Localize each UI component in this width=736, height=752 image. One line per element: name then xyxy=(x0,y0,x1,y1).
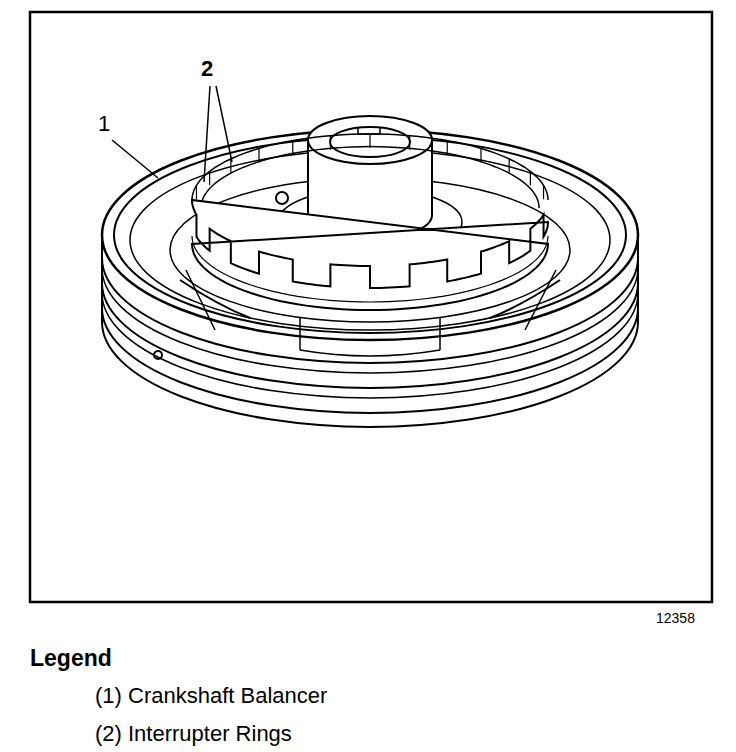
hub-bore xyxy=(330,127,410,157)
callout-number: 1 xyxy=(98,112,110,136)
figure-number: 12358 xyxy=(656,611,695,626)
ring-tooth xyxy=(196,185,197,199)
ring-front-band xyxy=(192,200,548,310)
crankshaft-balancer xyxy=(102,116,638,427)
hub-keyway xyxy=(358,128,380,134)
figure-frame xyxy=(30,12,712,602)
legend-entry: (1) Crankshaft Balancer xyxy=(95,684,327,708)
pulley-rim-inner xyxy=(114,137,626,333)
ring-inner-edge xyxy=(192,236,548,302)
ring-tooth xyxy=(530,171,531,185)
ring-tooth xyxy=(330,136,331,150)
ring-tooth xyxy=(369,134,370,148)
legend-entry: (2) Interrupter Rings xyxy=(95,722,292,746)
ring-tooth xyxy=(258,148,259,162)
balancer-hole xyxy=(154,351,162,359)
interrupter-rings xyxy=(192,134,548,310)
balancer-web xyxy=(300,318,440,356)
ring-tooth xyxy=(209,171,210,185)
ring-tooth xyxy=(480,148,481,162)
balancer-hole xyxy=(276,192,288,204)
ring-tooth xyxy=(447,141,448,155)
ring-tooth xyxy=(409,136,410,150)
hub-top xyxy=(308,116,432,164)
ring-tooth xyxy=(543,185,544,199)
legend-heading: Legend xyxy=(30,646,112,671)
leader-line xyxy=(204,86,232,182)
callout-number: 2 xyxy=(201,57,213,81)
ring-tooth xyxy=(509,159,510,173)
ring-tooth xyxy=(292,141,293,155)
leader-line xyxy=(112,140,158,178)
ring-back-edge xyxy=(201,147,539,208)
